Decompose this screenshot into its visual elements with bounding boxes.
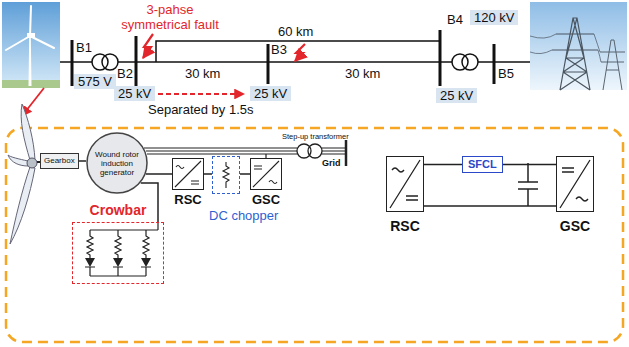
distance-label: 30 km	[345, 66, 380, 81]
fault-symbol	[143, 34, 153, 58]
turbine-nacelle	[27, 33, 35, 38]
turbine-tower	[29, 37, 32, 86]
node-text: Crowbar	[90, 202, 147, 219]
dc-link	[424, 205, 556, 207]
transformer-symbol	[92, 54, 108, 70]
node-text: 25 kV	[254, 86, 287, 101]
power-line	[530, 34, 601, 62]
transformer-symbol	[102, 54, 118, 70]
wire	[60, 61, 92, 63]
pylon	[552, 18, 598, 90]
turbine-blades	[6, 6, 54, 50]
connector-line	[146, 173, 172, 175]
note-label: Separated by 1.5s	[148, 102, 254, 117]
distance-label: 60 km	[278, 24, 313, 39]
node-text: DC chopper	[209, 208, 278, 223]
distance-label: 30 km	[185, 66, 220, 81]
connector-line	[204, 173, 212, 175]
converter-symbol	[253, 161, 279, 187]
converter-symbol	[390, 160, 420, 208]
node-text: RSC	[174, 192, 201, 207]
grid-lines	[322, 148, 346, 154]
node-text: 575 V	[78, 74, 112, 89]
converter-symbol	[175, 161, 201, 187]
connector-line	[424, 164, 462, 166]
bus-bar	[267, 44, 270, 84]
crowbar-rail	[90, 223, 158, 230]
converter-box: GSC	[250, 158, 282, 190]
wire	[478, 61, 494, 63]
capacitor-symbol	[518, 163, 538, 206]
pylon	[600, 40, 625, 90]
generator-circle: Wound rotor induction generator	[86, 132, 148, 194]
transformer-symbol	[462, 54, 478, 70]
bus-bar	[135, 36, 138, 86]
connector-line	[79, 160, 86, 162]
chopper-box: DC chopper	[212, 156, 240, 194]
sfcl-box: SFCL	[462, 156, 503, 173]
node-text: Wound rotor induction generator	[92, 150, 142, 177]
rotor-blade	[10, 167, 35, 244]
rotor-blade	[21, 104, 35, 160]
bus-label: B2	[117, 66, 133, 81]
node-text: 120 kV	[474, 10, 514, 25]
node-text: RSC	[390, 218, 420, 234]
resistor-symbol	[87, 230, 149, 258]
converter-box: GSC	[556, 156, 594, 212]
converter-box: RSC	[386, 156, 424, 212]
node-text: Gearbox	[44, 156, 75, 166]
voltage-box: 575 V	[74, 74, 116, 89]
node-text: SFCL	[468, 158, 497, 171]
wire	[494, 61, 530, 63]
node-text: 25 kV	[440, 88, 473, 103]
connector-line	[240, 173, 250, 175]
generator-shape	[87, 133, 147, 193]
crowbar-rail	[85, 267, 151, 276]
gearbox-box: Gearbox	[40, 153, 79, 169]
transformer-symbol	[452, 54, 468, 70]
bus-bar	[493, 44, 496, 84]
connector-line	[503, 164, 556, 166]
bus-label: B5	[498, 66, 514, 81]
transformer-symbol	[297, 144, 311, 158]
crowbar-box: Crowbar	[72, 222, 164, 284]
part-label: Step-up transformer	[282, 132, 349, 141]
chopper-symbol	[223, 162, 229, 188]
turbine-photo	[2, 2, 60, 88]
rotor-blade	[8, 155, 28, 166]
line-30km	[136, 61, 440, 63]
dashed-arrow	[158, 93, 244, 95]
detail-frame	[6, 128, 623, 342]
node-text: GSC	[560, 218, 590, 234]
node-text: 25 kV	[118, 86, 151, 101]
bus-label: B1	[76, 40, 92, 55]
voltage-box: 120 kV	[470, 10, 518, 25]
wire	[440, 61, 452, 63]
bus-bar	[439, 30, 442, 86]
wire	[118, 61, 136, 63]
voltage-box: 25 kV	[250, 86, 291, 101]
bus-label: B3	[271, 42, 287, 57]
tower-photo	[530, 2, 627, 90]
voltage-box: 25 kV	[436, 88, 477, 103]
fault-label: 3-pahse symmetrical fault	[114, 2, 226, 32]
converter-box: RSC	[172, 158, 204, 190]
grid-bus	[345, 140, 348, 166]
transformer-symbol	[308, 144, 322, 158]
thyristor-symbol	[85, 258, 151, 267]
converter-symbol	[560, 160, 590, 208]
bus-label: B4	[447, 12, 463, 27]
line-60km	[156, 41, 440, 62]
voltage-box: 25 kV	[114, 86, 155, 101]
fault-symbol	[295, 44, 305, 61]
node-text: GSC	[252, 192, 280, 207]
rotor-hub	[27, 158, 37, 168]
stator-lines	[144, 148, 297, 154]
part-label: Grid	[322, 158, 341, 169]
